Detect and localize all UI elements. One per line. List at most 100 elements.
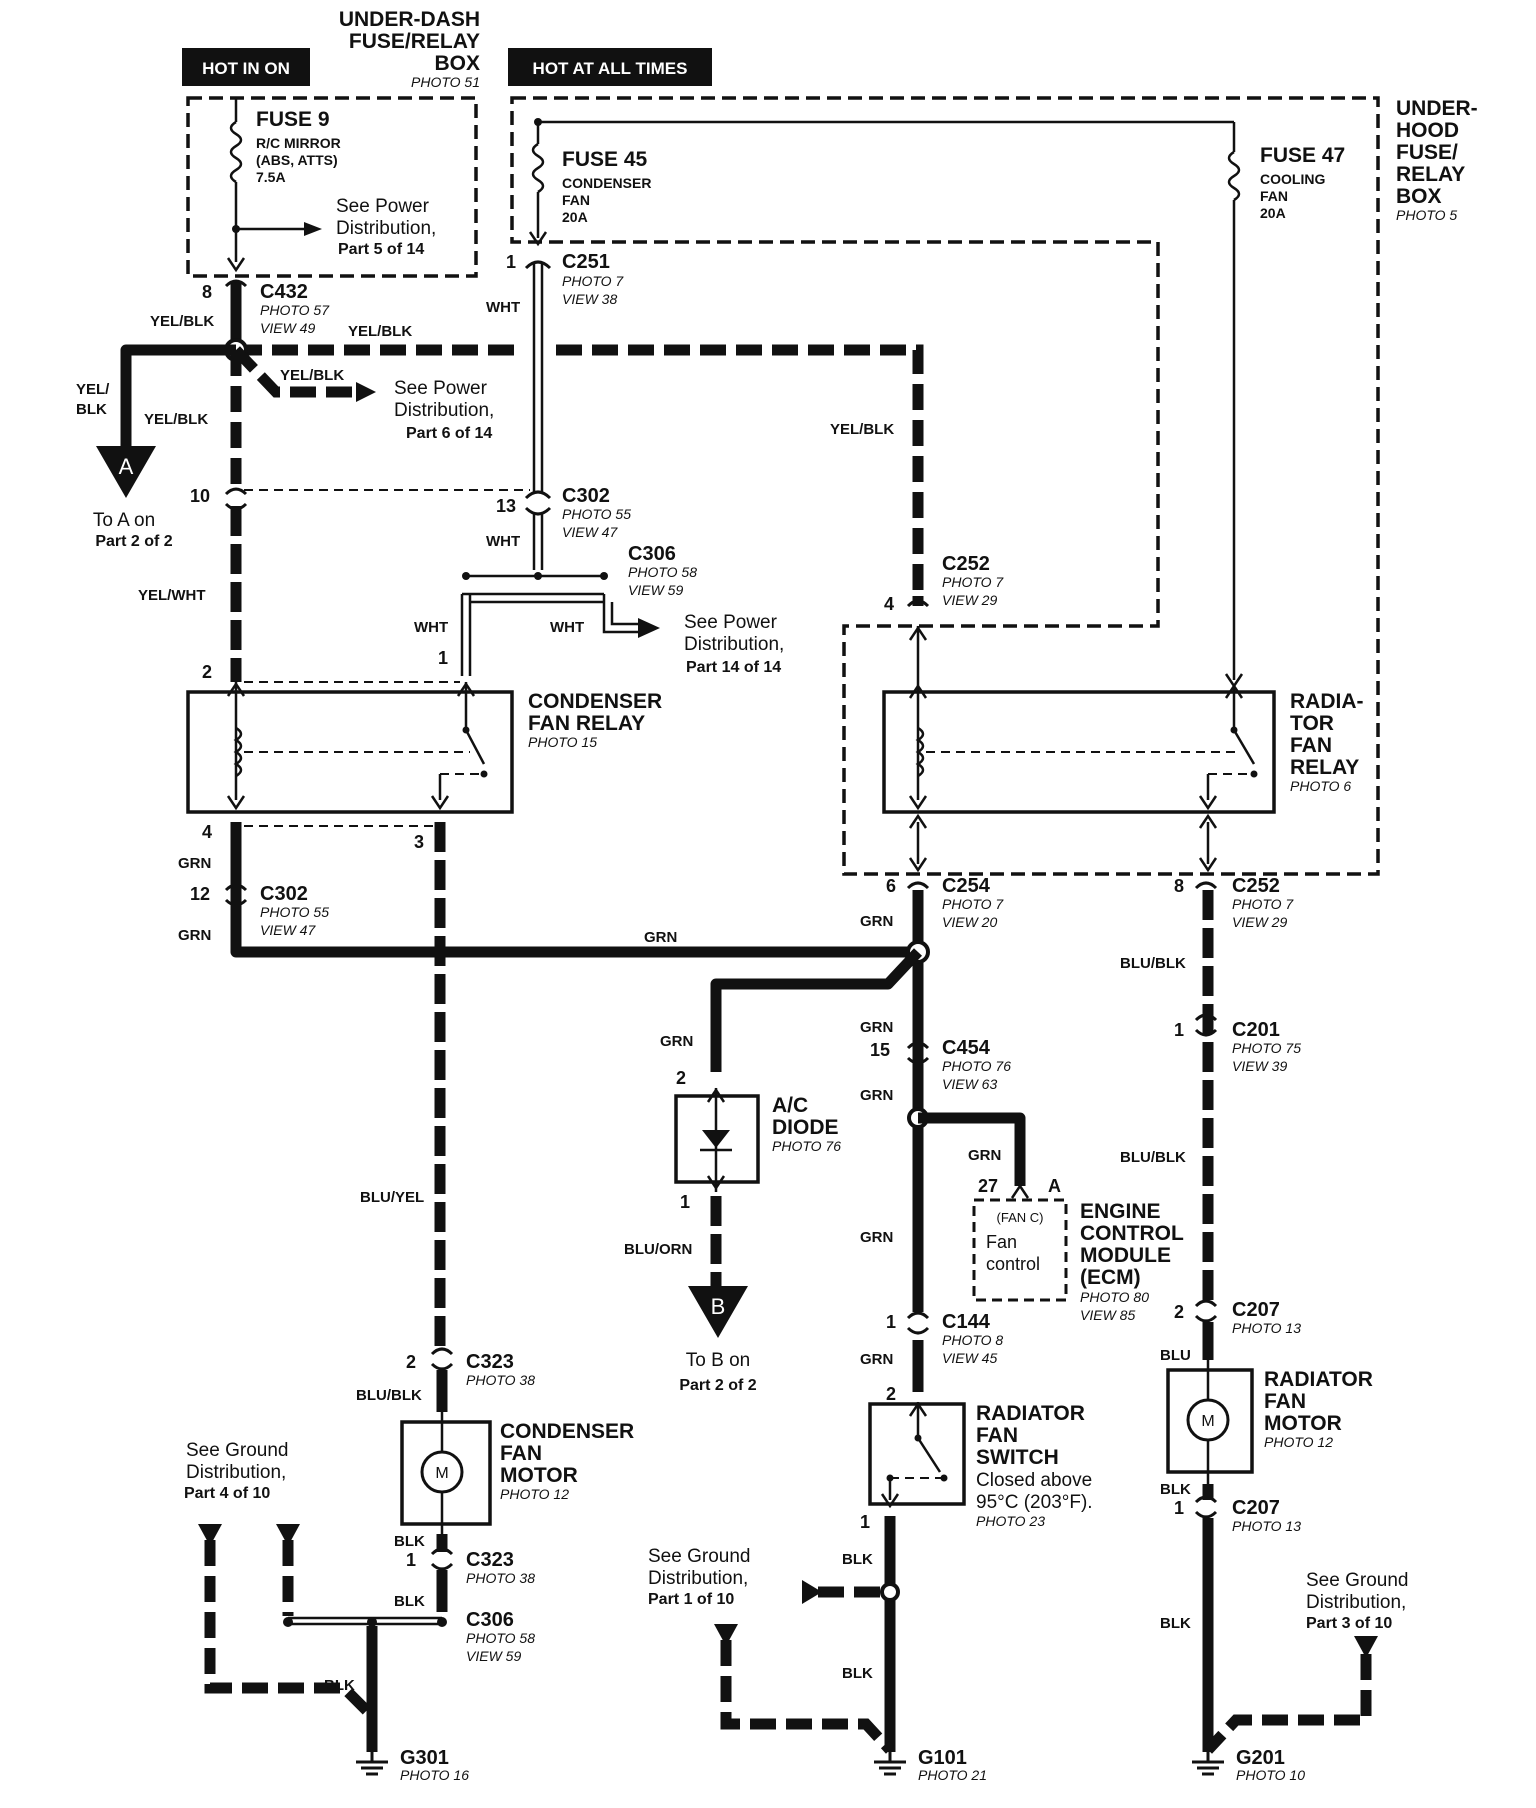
svg-text:BLK: BLK	[1160, 1481, 1191, 1498]
svg-text:PHOTO 5: PHOTO 5	[1396, 207, 1457, 223]
svg-text:HOT AT ALL TIMES: HOT AT ALL TIMES	[533, 59, 688, 78]
svg-text:YEL/BLK: YEL/BLK	[280, 367, 344, 384]
svg-text:3: 3	[414, 832, 424, 852]
svg-text:GRN: GRN	[860, 1229, 893, 1246]
svg-text:PHOTO 7: PHOTO 7	[562, 273, 624, 289]
under-dash-box-title: UNDER-DASH FUSE/RELAY BOX PHOTO 51	[339, 8, 480, 90]
svg-text:4: 4	[884, 594, 894, 614]
svg-text:HOOD: HOOD	[1396, 119, 1459, 142]
svg-text:BOX: BOX	[1396, 185, 1442, 208]
svg-text:BLK: BLK	[394, 1533, 425, 1550]
svg-text:VIEW 47: VIEW 47	[562, 524, 618, 540]
wire-wht-c306	[460, 572, 660, 676]
svg-text:BLK: BLK	[1160, 1615, 1191, 1632]
svg-text:1: 1	[506, 252, 516, 272]
svg-text:UNDER-DASH: UNDER-DASH	[339, 8, 480, 31]
connector-c251: 1 C251 PHOTO 7 VIEW 38	[506, 251, 624, 307]
fuse-45: FUSE 45 CONDENSER FAN 20A	[562, 148, 651, 225]
svg-text:A: A	[1048, 1176, 1061, 1196]
svg-text:C252: C252	[1232, 875, 1280, 897]
svg-text:Part 14 of 14: Part 14 of 14	[686, 659, 781, 676]
svg-text:MODULE: MODULE	[1080, 1244, 1171, 1267]
connector-c432: 8 C432 PHOTO 57 VIEW 49	[202, 281, 330, 336]
svg-text:Part 4 of 10: Part 4 of 10	[184, 1485, 270, 1502]
svg-text:C207: C207	[1232, 1299, 1280, 1321]
under-dash-fuse-box-outline	[186, 96, 478, 278]
svg-text:RELAY: RELAY	[1290, 756, 1359, 779]
svg-text:VIEW 59: VIEW 59	[466, 1648, 521, 1664]
wire-yel-blk-to-power-6	[232, 346, 358, 398]
svg-text:PHOTO 12: PHOTO 12	[1264, 1434, 1333, 1450]
ground-symbol-g301	[356, 1752, 388, 1776]
connector-c144: 1 C144 PHOTO 8 VIEW 45	[886, 1311, 1003, 1366]
svg-text:RADIATOR: RADIATOR	[1264, 1368, 1373, 1391]
svg-text:FUSE 9: FUSE 9	[256, 108, 330, 131]
svg-text:20A: 20A	[1260, 205, 1286, 221]
svg-text:HOT IN ON: HOT IN ON	[202, 59, 290, 78]
svg-text:FAN: FAN	[1290, 734, 1332, 757]
svg-text:4: 4	[202, 822, 212, 842]
svg-text:7.5A: 7.5A	[256, 169, 286, 185]
condenser-relay-pins: 2 1 4 3	[202, 648, 448, 852]
svg-text:PHOTO 57: PHOTO 57	[260, 302, 330, 318]
svg-text:See Power: See Power	[394, 378, 488, 399]
svg-text:PHOTO 38: PHOTO 38	[466, 1372, 535, 1388]
svg-text:C201: C201	[1232, 1019, 1280, 1041]
svg-text:GRN: GRN	[178, 855, 211, 872]
svg-text:CONTROL: CONTROL	[1080, 1222, 1184, 1245]
svg-text:GRN: GRN	[660, 1033, 693, 1050]
svg-text:See Ground: See Ground	[648, 1546, 750, 1567]
svg-text:VIEW 49: VIEW 49	[260, 320, 315, 336]
svg-text:BLK: BLK	[394, 1593, 425, 1610]
see-power-distribution-5: See Power Distribution, Part 5 of 14	[336, 196, 436, 258]
svg-text:C323: C323	[466, 1351, 514, 1373]
svg-text:M: M	[1201, 1413, 1214, 1430]
fuse-9: FUSE 9 R/C MIRROR (ABS, ATTS) 7.5A	[226, 98, 341, 273]
svg-text:Part 5 of 14: Part 5 of 14	[338, 241, 424, 258]
see-ground-distribution-3: See Ground Distribution, Part 3 of 10	[1306, 1570, 1408, 1632]
ground-g201-wiring	[1203, 1636, 1378, 1754]
connector-c201: 1 C201 PHOTO 75 VIEW 39	[1174, 1019, 1301, 1074]
svg-text:FAN: FAN	[562, 192, 590, 208]
svg-text:FUSE 45: FUSE 45	[562, 148, 648, 171]
see-power-distribution-14: See Power Distribution, Part 14 of 14	[684, 612, 784, 676]
splice-blk-g101	[880, 1582, 900, 1602]
svg-text:VIEW 20: VIEW 20	[942, 914, 997, 930]
svg-text:C144: C144	[942, 1311, 991, 1333]
svg-text:See Ground: See Ground	[186, 1440, 288, 1461]
svg-text:C254: C254	[942, 875, 991, 897]
svg-text:Part 2 of 2: Part 2 of 2	[95, 533, 172, 550]
svg-text:PHOTO 38: PHOTO 38	[466, 1570, 535, 1586]
svg-text:C306: C306	[466, 1609, 514, 1631]
connector-c454: 15 C454 PHOTO 76 VIEW 63	[870, 1037, 1011, 1092]
svg-text:BOX: BOX	[434, 52, 480, 75]
svg-text:BLU/BLK: BLU/BLK	[356, 1387, 422, 1404]
svg-text:YEL/BLK: YEL/BLK	[150, 313, 214, 330]
svg-text:M: M	[435, 1465, 448, 1482]
svg-text:VIEW 38: VIEW 38	[562, 291, 617, 307]
svg-text:13: 13	[496, 496, 516, 516]
svg-text:BLK: BLK	[842, 1551, 873, 1568]
svg-text:GRN: GRN	[178, 927, 211, 944]
svg-text:(ABS, ATTS): (ABS, ATTS)	[256, 152, 338, 168]
svg-text:FAN: FAN	[500, 1442, 542, 1465]
svg-text:G201: G201	[1236, 1747, 1285, 1769]
svg-text:C207: C207	[1232, 1497, 1280, 1519]
svg-text:BLU/YEL: BLU/YEL	[360, 1189, 424, 1206]
svg-text:FAN: FAN	[976, 1424, 1018, 1447]
svg-text:BLU: BLU	[1160, 1347, 1191, 1364]
svg-text:Distribution,: Distribution,	[336, 218, 436, 239]
svg-text:PHOTO 8: PHOTO 8	[942, 1332, 1003, 1348]
svg-text:FAN RELAY: FAN RELAY	[528, 712, 645, 735]
svg-text:FAN: FAN	[1264, 1390, 1306, 1413]
radiator-fan-motor: M RADIATOR FAN MOTOR PHOTO 12	[1166, 1336, 1373, 1484]
offpage-b: B To B on Part 2 of 2	[679, 1286, 757, 1394]
svg-text:PHOTO 13: PHOTO 13	[1232, 1320, 1301, 1336]
svg-text:See Power: See Power	[336, 196, 430, 217]
svg-text:CONDENSER: CONDENSER	[500, 1420, 634, 1443]
svg-text:PHOTO 76: PHOTO 76	[942, 1058, 1011, 1074]
svg-text:PHOTO 10: PHOTO 10	[1236, 1767, 1305, 1783]
svg-text:WHT: WHT	[486, 533, 520, 550]
svg-text:FUSE 47: FUSE 47	[1260, 144, 1345, 167]
svg-text:2: 2	[406, 1352, 416, 1372]
